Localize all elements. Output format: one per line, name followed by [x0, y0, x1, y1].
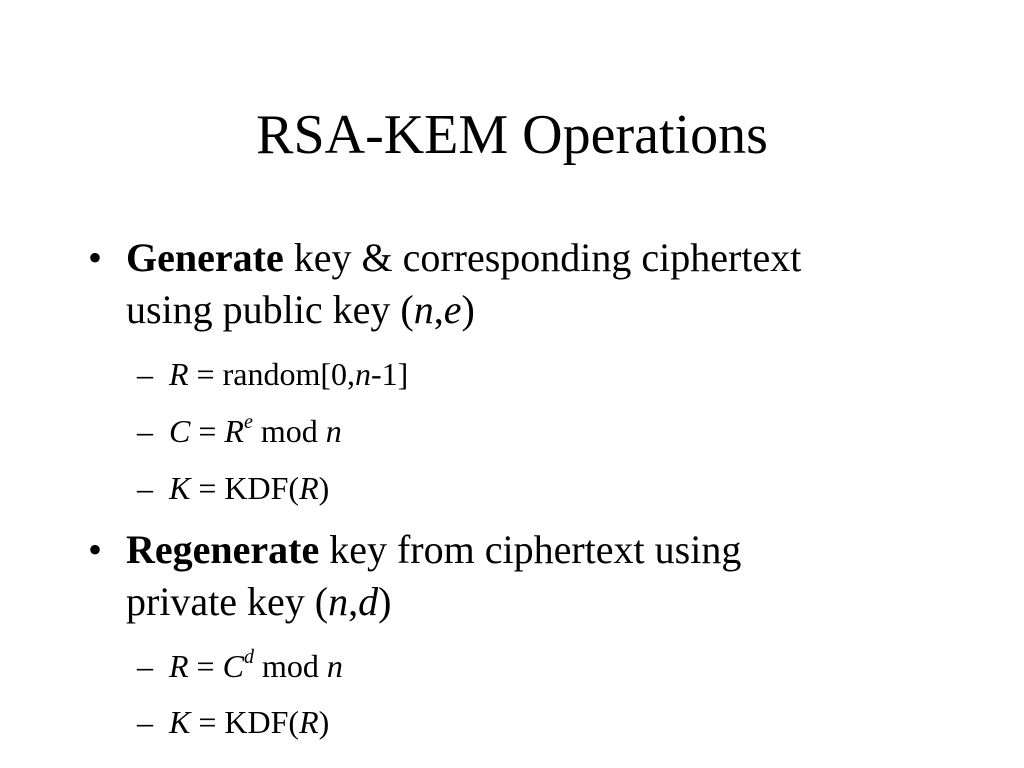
sub-var: R — [299, 704, 319, 740]
bullet-keyword: Generate — [126, 235, 284, 280]
sub-dash: – — [137, 413, 153, 449]
sub-eq: = — [190, 413, 225, 449]
bullet-line1-rest: key from ciphertext using — [319, 527, 742, 572]
sub-exponent: d — [243, 646, 254, 669]
sub-tail: ) — [318, 470, 330, 506]
sub-lhs: R — [169, 648, 189, 684]
bullet-mark: • — [88, 527, 103, 572]
slide-title: RSA-KEM Operations — [256, 104, 768, 166]
bullet-var-n: n — [328, 579, 349, 624]
bullet-line2-suffix: ) — [378, 579, 392, 624]
sub-dash: – — [137, 704, 153, 740]
sub-base: C — [222, 648, 244, 684]
sub-var: n — [325, 413, 342, 449]
bullet-line2-prefix: private key ( — [126, 579, 329, 624]
bullet-text: Regenerate key from ciphertext using pri… — [126, 524, 948, 628]
bullet-regenerate: • Regenerate key from ciphertext using p… — [88, 524, 948, 628]
subitem-r-mod: –R = Cd mod n — [137, 646, 897, 686]
bullet-sep: , — [348, 579, 359, 624]
sub-eq: = — [188, 648, 223, 684]
bullet-sep: , — [433, 287, 444, 332]
subitem-k-kdf-2: –K = KDF(R) — [137, 702, 897, 742]
sub-lhs: K — [169, 470, 191, 506]
bullet-keyword: Regenerate — [126, 527, 320, 572]
sub-lhs: C — [169, 413, 191, 449]
sub-eq: = KDF( — [190, 704, 300, 740]
bullet-mark: • — [88, 235, 103, 280]
sub-dash: – — [137, 648, 153, 684]
subitem-r-random: –R = random[0,n-1] — [137, 354, 897, 394]
sub-lhs: K — [169, 704, 191, 740]
bullet-line1-rest: key & corresponding ciphertext — [283, 235, 802, 280]
sub-eq: = KDF( — [190, 470, 300, 506]
sub-tail: mod — [252, 413, 326, 449]
bullet-line2-suffix: ) — [461, 287, 475, 332]
bullet-generate: • Generate key & corresponding ciphertex… — [88, 232, 948, 336]
sub-var: n — [326, 648, 343, 684]
bullet-text: Generate key & corresponding ciphertext … — [126, 232, 948, 336]
sub-tail: ) — [318, 704, 330, 740]
sub-var: n — [355, 356, 371, 392]
sub-exponent: e — [243, 411, 253, 434]
sub-dash: – — [137, 470, 153, 506]
bullet-line2-prefix: using public key ( — [126, 287, 414, 332]
sub-lhs: R — [169, 356, 189, 392]
sub-var: R — [299, 470, 319, 506]
sub-tail: -1] — [371, 356, 409, 392]
sub-dash: – — [137, 356, 153, 392]
bullet-var-d: d — [358, 579, 379, 624]
bullet-var-n: n — [413, 287, 434, 332]
bullet-var-e: e — [443, 287, 462, 332]
subitem-k-kdf: –K = KDF(R) — [137, 468, 897, 508]
sub-eq: = random[0, — [188, 356, 355, 392]
sub-base: R — [224, 413, 244, 449]
sub-tail: mod — [253, 648, 327, 684]
subitem-c-mod: –C = Re mod n — [137, 411, 897, 451]
